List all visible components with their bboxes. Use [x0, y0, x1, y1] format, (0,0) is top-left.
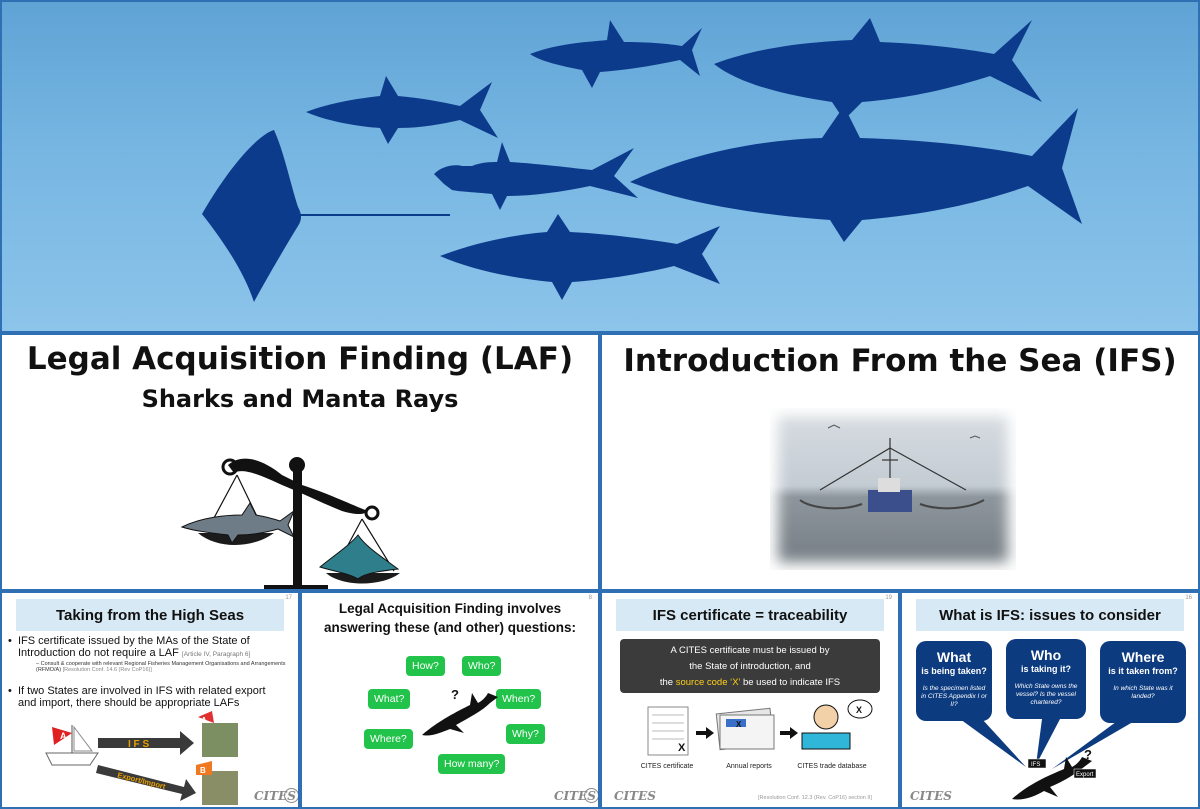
export-import-arrow — [96, 765, 196, 801]
hammerhead-shark-icon — [1012, 757, 1092, 800]
svg-text:A: A — [201, 716, 207, 725]
right-pan — [326, 573, 400, 584]
question-mark: ? — [451, 687, 459, 702]
shark-icon — [180, 502, 296, 544]
bubble-where: Where is it taken from? In which State w… — [1100, 641, 1186, 723]
dock-b-icon — [202, 771, 238, 805]
svg-text:Export/Import: Export/Import — [116, 770, 166, 791]
question-who: Who? — [462, 656, 502, 676]
question-mark: ? — [1084, 747, 1092, 762]
bullet-ifs-certificate: •IFS certificate issued by the MAs of th… — [8, 635, 251, 659]
shark-with-tags: IFS Export ? — [1012, 747, 1097, 800]
shark-ray-silhouettes — [202, 18, 1082, 302]
slide-questions: 8 Legal Acquisition Finding involves ans… — [300, 591, 600, 809]
traceability-title: IFS certificate = traceability — [616, 599, 884, 631]
left-pan — [198, 533, 274, 545]
manta-ray-icon — [318, 534, 400, 580]
svg-text:IFS: IFS — [1031, 762, 1040, 768]
ifs-arrow — [98, 731, 194, 755]
slide-laf: Legal Acquisition Finding (LAF) Sharks a… — [0, 333, 600, 591]
svg-text:B: B — [200, 766, 206, 775]
shark-silhouette — [440, 214, 720, 300]
bubble-what: What is being taken? Is the specimen lis… — [916, 641, 992, 721]
shark-silhouette — [434, 142, 638, 210]
manta-ray-tail — [298, 214, 450, 216]
bubble-tails — [960, 719, 1138, 769]
certificate-requirement-box: A CITES certificate must be issued by th… — [620, 639, 880, 693]
flag-a-icon — [52, 727, 72, 745]
question-where: Where? — [364, 729, 413, 749]
slide-high-seas: 17 Taking from the High Seas •IFS certif… — [0, 591, 300, 809]
hammerhead-illustration: ? — [422, 687, 498, 736]
fao-logo-icon — [584, 788, 598, 803]
shark-silhouette — [530, 20, 702, 88]
traceability-flow: X X X — [647, 699, 873, 756]
scales-illustration — [180, 457, 400, 589]
banner-image — [0, 0, 1200, 333]
resolution-footer: [Resolution Conf. 12.3 (Rev. CoP16) sect… — [758, 795, 872, 801]
balance-scale-icon — [221, 457, 380, 589]
caption-trade-database: CITES trade database — [797, 763, 867, 770]
svg-text:Export: Export — [1076, 772, 1094, 778]
annual-reports-icon: X — [715, 707, 775, 751]
questions-title: Legal Acquisition Finding involves answe… — [323, 601, 577, 635]
question-how-many: How many? — [438, 754, 506, 774]
trade-database-icon: X — [801, 699, 873, 750]
laf-title: Legal Acquisition Finding (LAF) — [26, 341, 574, 377]
svg-text:X: X — [856, 705, 862, 715]
dock-a-icon — [202, 723, 238, 757]
question-when: When? — [496, 689, 542, 709]
bullet-two-states: •If two States are involved in IFS with … — [8, 685, 266, 709]
caption-certificate: CITES certificate — [640, 763, 694, 770]
svg-text:X: X — [736, 720, 742, 729]
hammerhead-shark-icon — [422, 693, 498, 736]
sub-bullet-rfmo: – Consult & cooperate with relevant Regi… — [36, 661, 286, 673]
issues-title: What is IFS: issues to consider — [916, 599, 1184, 631]
flag-a-label: A — [60, 731, 67, 741]
shark-silhouette — [630, 106, 1082, 242]
slide-issues: 16 What is IFS: issues to consider What … — [900, 591, 1200, 809]
high-seas-title: Taking from the High Seas — [16, 599, 284, 631]
bubble-who: Who is taking it? Which State owns the v… — [1006, 639, 1086, 719]
laf-subtitle: Sharks and Manta Rays — [141, 385, 459, 413]
fao-logo-icon — [284, 788, 298, 803]
svg-text:I F S: I F S — [128, 739, 149, 750]
trawler-icon — [799, 424, 985, 512]
ifs-title: Introduction From the Sea (IFS) — [623, 343, 1177, 379]
shark-silhouette — [306, 76, 498, 144]
cites-logo: CITES — [614, 789, 656, 803]
slide-traceability: 19 IFS certificate = traceability A CITE… — [600, 591, 900, 809]
slide-ifs: Introduction From the Sea (IFS) — [600, 333, 1200, 591]
shark-silhouette — [714, 18, 1042, 120]
question-what: What? — [368, 689, 411, 709]
ifs-flow-diagram: A I F S Export/Import A B — [45, 711, 238, 805]
fishing-trawler-photo — [770, 408, 1016, 570]
cites-logo: CITES — [910, 789, 952, 803]
svg-text:X: X — [678, 742, 686, 754]
manta-ray-silhouette — [202, 130, 301, 302]
question-why: Why? — [506, 724, 545, 744]
question-how: How? — [406, 656, 445, 676]
caption-annual-reports: Annual reports — [726, 763, 772, 770]
